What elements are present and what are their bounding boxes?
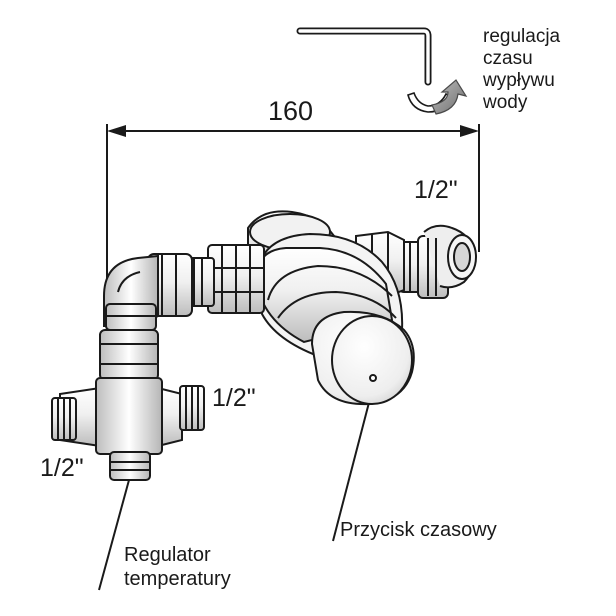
timer-button-label: Przycisk czasowy <box>340 519 497 541</box>
thread-size-top-right: 1/2" <box>414 176 458 204</box>
leader-lines <box>98 390 373 591</box>
hex-key-icon <box>296 27 432 86</box>
rotate-arrow-icon <box>407 79 468 115</box>
thread-size-right: 1/2" <box>212 384 256 412</box>
elbow-fitting <box>103 254 159 331</box>
thread-size-left: 1/2" <box>40 454 84 482</box>
dimension-label: 160 <box>268 96 314 126</box>
left-pipe <box>147 244 265 317</box>
dimension-line <box>106 124 480 285</box>
temperature-regulator-label: Regulator temperatury <box>124 544 231 590</box>
time-adjustment-label: regulacja czasu wypływu wody <box>483 26 561 113</box>
temperature-regulator-body <box>51 329 205 481</box>
timer-knob <box>310 310 415 406</box>
